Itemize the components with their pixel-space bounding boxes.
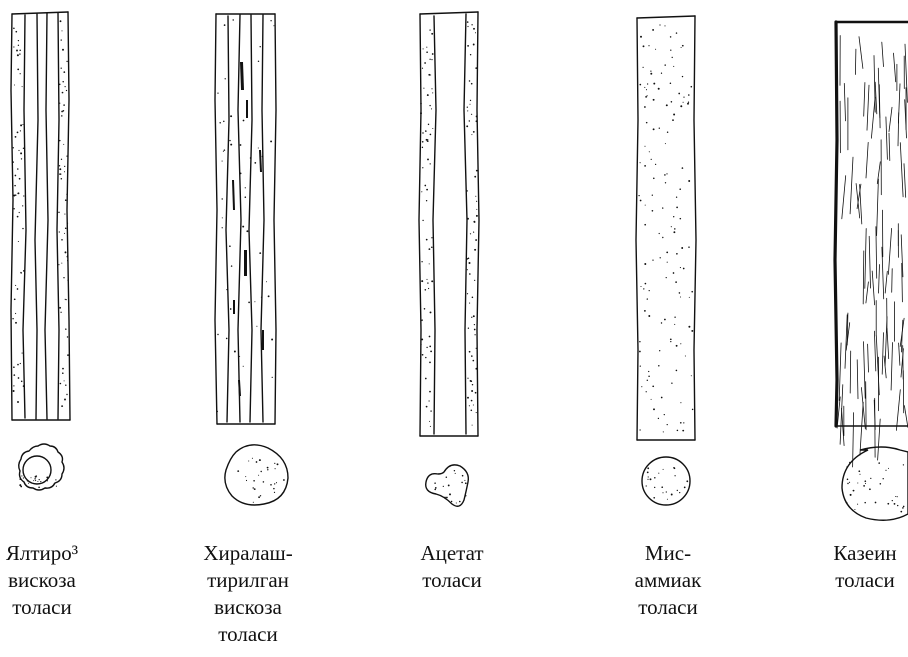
caption-line: Ацетат xyxy=(404,540,500,567)
caption-line: толаси xyxy=(620,594,716,621)
fiber-acetate-cross-section xyxy=(426,465,469,506)
caption-line: толаси xyxy=(0,594,90,621)
caption-line: тирилган xyxy=(196,567,300,594)
caption-line: вискоза xyxy=(196,594,300,621)
fiber-shiny-viscose-cross-section xyxy=(19,444,64,490)
caption-matte-viscose: Хиралаш- тирилган вискоза толаси xyxy=(196,540,300,648)
caption-copper-ammonia: Мис- аммиак толаси xyxy=(620,540,716,621)
fiber-casein-cross-section xyxy=(842,447,908,520)
caption-line: Мис- xyxy=(620,540,716,567)
caption-line: толаси xyxy=(404,567,500,594)
fiber-matte-viscose-cross-section xyxy=(225,445,288,505)
fiber-shiny-viscose-longitudinal xyxy=(11,12,70,489)
caption-shiny-viscose: Ялтиро³ вискоза толаси xyxy=(0,540,90,621)
caption-line: аммиак xyxy=(620,567,716,594)
caption-casein: Казеин толаси xyxy=(822,540,908,594)
fiber-copper-ammonia-longitudinal xyxy=(636,16,696,440)
caption-line: толаси xyxy=(196,621,300,648)
caption-line: Казеин xyxy=(822,540,908,567)
fiber-matte-viscose-longitudinal xyxy=(215,14,276,424)
caption-line: Ялтиро³ xyxy=(0,540,90,567)
caption-line: вискоза xyxy=(0,567,90,594)
fiber-copper-ammonia-cross-section xyxy=(642,457,690,505)
fiber-acetate-longitudinal xyxy=(419,12,479,436)
fiber-casein-longitudinal xyxy=(835,22,908,467)
caption-line: толаси xyxy=(822,567,908,594)
caption-line: Хиралаш- xyxy=(196,540,300,567)
caption-acetate: Ацетат толаси xyxy=(404,540,500,594)
